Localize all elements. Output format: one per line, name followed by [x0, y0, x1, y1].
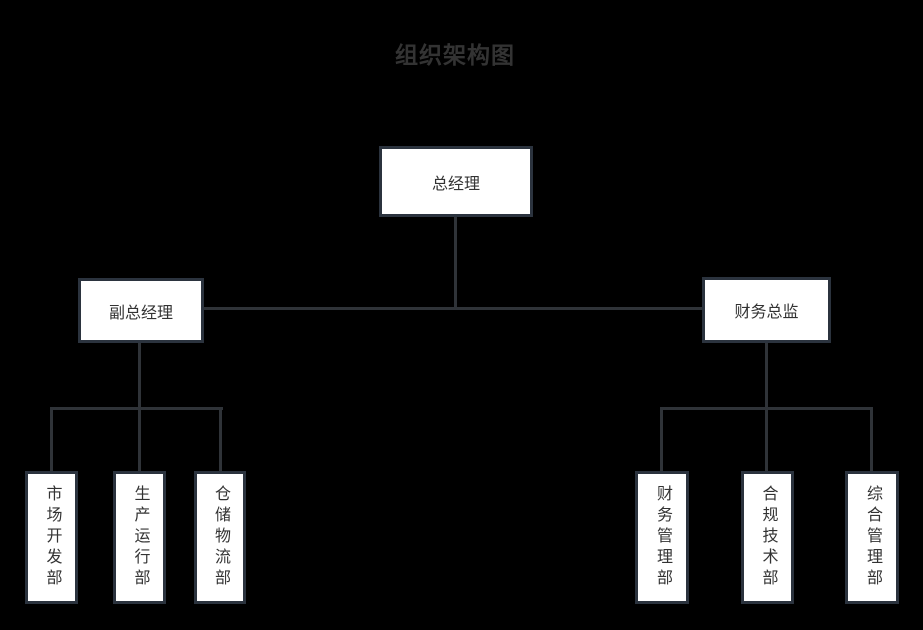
node-compliance-technology-dept: 合规技术部 [741, 471, 794, 604]
connector-left-bus [50, 407, 223, 410]
connector-right-drop-1 [660, 407, 663, 471]
node-general-manager: 总经理 [379, 146, 533, 217]
node-production-operation-dept-label: 生产运行部 [131, 485, 149, 590]
chart-title: 组织架构图 [395, 42, 515, 68]
node-warehouse-logistics-dept-label: 仓储物流部 [212, 485, 229, 590]
node-market-development-dept: 市场开发部 [25, 471, 78, 604]
node-warehouse-logistics-dept: 仓储物流部 [194, 471, 246, 604]
node-deputy-general-manager-label: 副总经理 [108, 304, 173, 322]
node-general-management-dept: 综合管理部 [845, 471, 899, 604]
connector-left-drop-1 [50, 407, 53, 471]
node-financial-management-dept-label: 财务管理部 [654, 485, 671, 590]
node-deputy-general-manager: 副总经理 [78, 278, 204, 343]
node-production-operation-dept: 生产运行部 [113, 471, 166, 604]
node-compliance-technology-dept-label: 合规技术部 [759, 485, 777, 590]
node-finance-director-label: 财务总监 [734, 304, 799, 321]
node-finance-director: 财务总监 [702, 277, 831, 343]
connector-left-drop-3 [219, 407, 222, 471]
node-general-manager-label: 总经理 [431, 175, 480, 193]
connector-main-bus [203, 307, 703, 310]
connector-right-drop-3 [870, 407, 873, 471]
node-market-development-dept-label: 市场开发部 [43, 485, 61, 590]
connector-ceo-drop [454, 215, 457, 310]
node-general-management-dept-label: 综合管理部 [864, 485, 881, 590]
connector-cfo-drop [765, 341, 768, 471]
connector-right-bus [660, 407, 873, 410]
connector-deputy-drop [138, 341, 141, 471]
node-financial-management-dept: 财务管理部 [635, 471, 689, 604]
